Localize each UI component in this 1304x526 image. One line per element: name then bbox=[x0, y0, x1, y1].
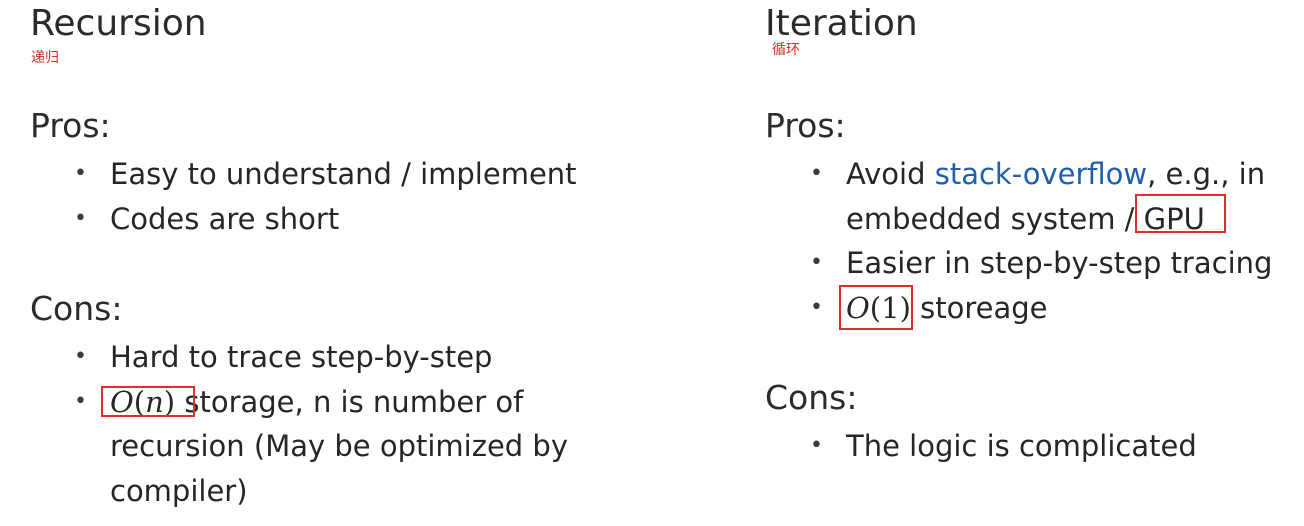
math-one: 1 bbox=[881, 290, 900, 325]
list-item: • Easy to understand / implement bbox=[74, 152, 577, 197]
math-open-paren: ( bbox=[133, 384, 146, 419]
math-close-paren: ) bbox=[163, 384, 176, 419]
bullet-icon: • bbox=[74, 344, 87, 369]
list-item: • Easier in step-by-step tracing bbox=[810, 241, 1273, 286]
list-item: • O(n) storage, n is number of bbox=[74, 380, 568, 425]
list-item-continuation: compiler) bbox=[110, 469, 568, 514]
iteration-pro-1-line2: embedded system / GPU bbox=[846, 201, 1205, 236]
iteration-pros-heading: Pros: bbox=[765, 106, 846, 145]
recursion-con-1: Hard to trace step-by-step bbox=[110, 340, 493, 374]
iteration-column: Iteration 循环 Pros: • Avoid stack-overflo… bbox=[0, 0, 1272, 526]
recursion-con-2-line2: recursion (May be optimized by bbox=[110, 429, 568, 463]
list-item: • The logic is complicated bbox=[810, 424, 1197, 469]
iteration-pro-1-prefix: Avoid bbox=[846, 157, 935, 191]
highlight-box-o-n bbox=[101, 386, 195, 417]
recursion-title: Recursion bbox=[30, 3, 207, 44]
recursion-annotation: 递归 bbox=[31, 50, 59, 66]
iteration-pro-3-rest: storeage bbox=[910, 290, 1048, 325]
big-o-1-formula: O(1) bbox=[846, 291, 911, 325]
math-open-paren: ( bbox=[869, 290, 882, 325]
list-item-continuation: embedded system / GPU bbox=[846, 197, 1272, 242]
recursion-con-2-line1: storage, n is number of bbox=[175, 384, 524, 419]
recursion-pro-1: Easy to understand / implement bbox=[110, 157, 577, 191]
list-item: • Avoid stack-overflow, e.g., in bbox=[810, 152, 1272, 197]
bullet-icon: • bbox=[74, 205, 87, 231]
iteration-title: Iteration bbox=[765, 3, 918, 44]
recursion-cons-heading: Cons: bbox=[30, 289, 123, 328]
recursion-pro-2: Codes are short bbox=[110, 201, 340, 236]
bullet-icon: • bbox=[810, 433, 823, 458]
iteration-cons-list: • The logic is complicated bbox=[810, 424, 1197, 469]
math-o: O bbox=[846, 290, 870, 325]
recursion-cons-list: • Hard to trace step-by-step • O(n) stor… bbox=[74, 335, 568, 514]
highlight-box-o-1 bbox=[839, 285, 913, 330]
list-item: • Hard to trace step-by-step bbox=[74, 335, 568, 380]
bullet-icon: • bbox=[74, 161, 87, 186]
stack-overflow-term: stack-overflow bbox=[934, 157, 1148, 191]
list-item-continuation: recursion (May be optimized by bbox=[110, 424, 568, 469]
list-item: • Codes are short bbox=[74, 197, 577, 242]
iteration-annotation: 循环 bbox=[772, 42, 800, 58]
big-o-n-formula: O(n) bbox=[110, 385, 175, 419]
recursion-pros-heading: Pros: bbox=[30, 106, 111, 145]
iteration-pro-2: Easier in step-by-step tracing bbox=[846, 246, 1273, 280]
bullet-icon: • bbox=[74, 388, 87, 414]
bullet-icon: • bbox=[810, 161, 823, 186]
math-o: O bbox=[110, 384, 134, 419]
bullet-icon: • bbox=[810, 294, 823, 320]
recursion-con-2-line3: compiler) bbox=[110, 473, 248, 508]
iteration-pro-1-suffix: , e.g., in bbox=[1147, 157, 1266, 191]
bullet-icon: • bbox=[810, 250, 823, 275]
highlight-box-gpu bbox=[1135, 194, 1226, 233]
recursion-column: Recursion 递归 Pros: • Easy to understand … bbox=[0, 0, 640, 526]
iteration-pros-list: • Avoid stack-overflow, e.g., in embedde… bbox=[810, 152, 1273, 331]
iteration-con-1: The logic is complicated bbox=[846, 429, 1197, 463]
math-close-paren: ) bbox=[899, 290, 911, 325]
recursion-pros-list: • Easy to understand / implement • Codes… bbox=[74, 152, 577, 242]
iteration-cons-heading: Cons: bbox=[765, 378, 858, 417]
list-item: • O(1) storeage bbox=[810, 286, 1272, 331]
math-n: n bbox=[145, 384, 164, 419]
